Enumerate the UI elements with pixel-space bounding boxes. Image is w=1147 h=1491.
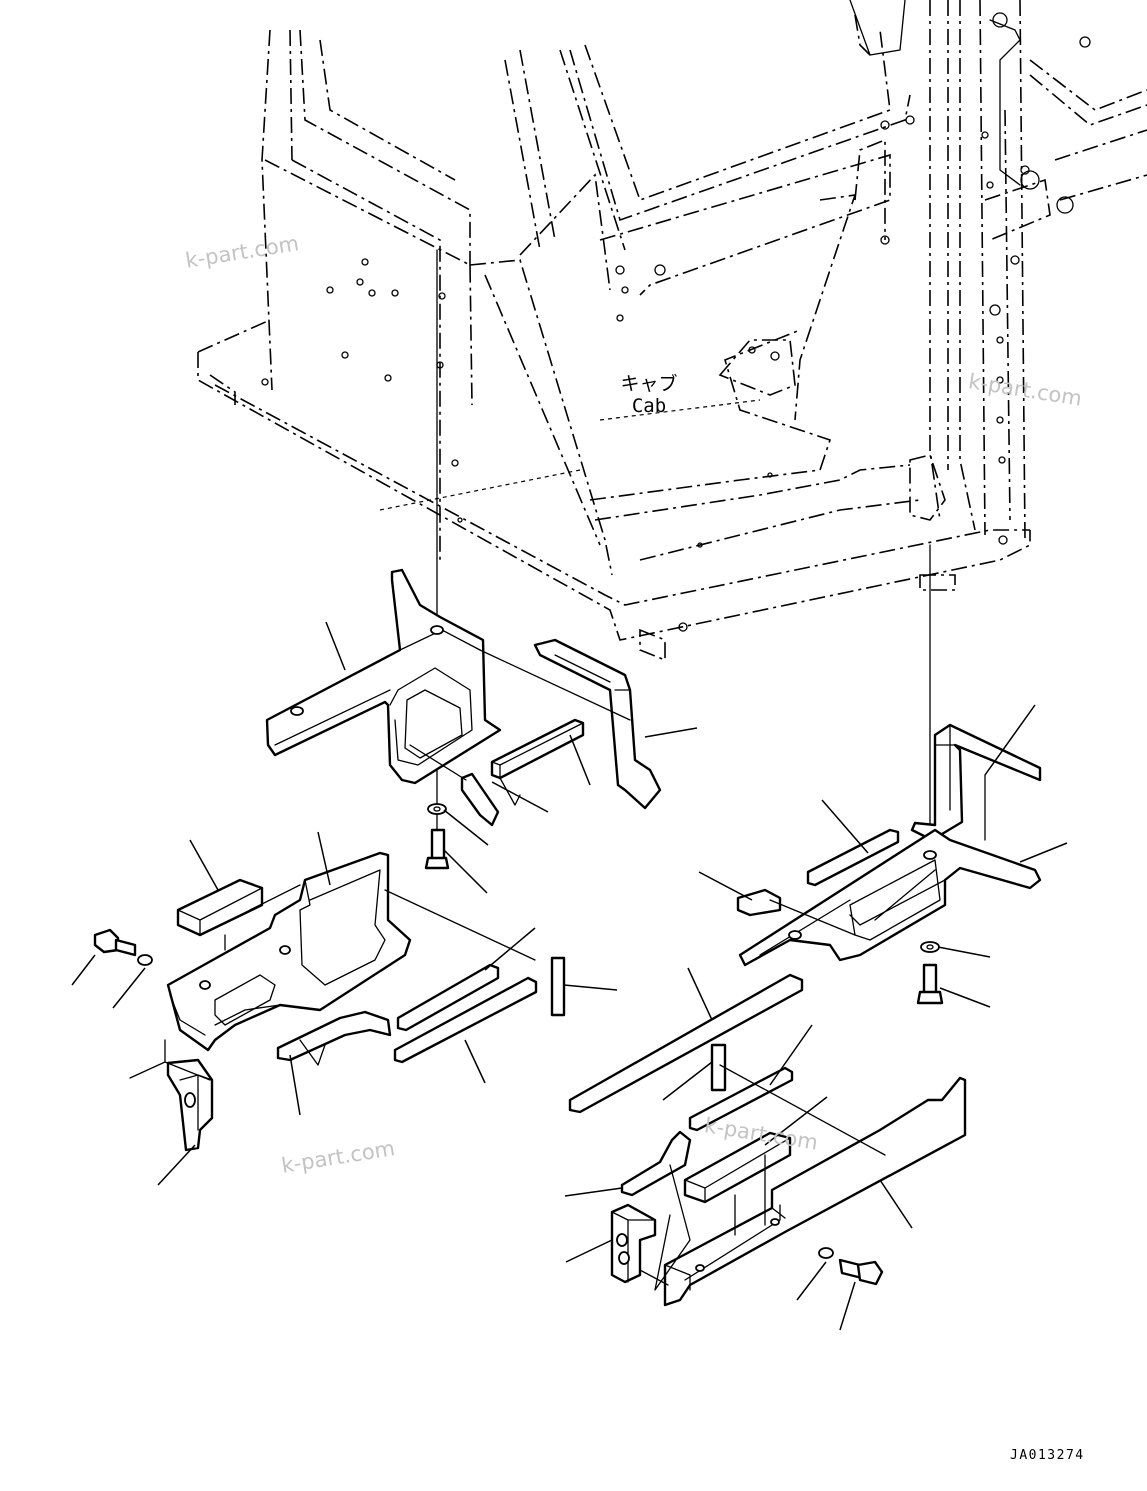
right-side-bolt bbox=[818, 1247, 884, 1286]
cab-frame bbox=[197, 0, 1147, 662]
left-washer-bolt bbox=[424, 803, 450, 870]
right-washer-bolt bbox=[916, 941, 944, 1005]
right-long-strip bbox=[568, 973, 804, 1114]
right-short-strip bbox=[806, 828, 900, 887]
right-stopper-block bbox=[610, 1203, 657, 1284]
left-stopper-block bbox=[166, 1058, 214, 1152]
left-curved-strip bbox=[276, 1010, 392, 1062]
left-short-strip bbox=[490, 718, 585, 780]
right-post bbox=[710, 1043, 727, 1092]
left-upper-bracket bbox=[265, 568, 502, 785]
cab-label-japanese: キャブ bbox=[620, 373, 678, 395]
left-lower-bracket bbox=[166, 851, 412, 1052]
cab-label: キャブ Cab bbox=[618, 373, 680, 418]
cab-label-english: Cab bbox=[631, 394, 667, 417]
drawing-code: JA013274 bbox=[1010, 1448, 1085, 1463]
right-upper-l-strip bbox=[910, 723, 1042, 842]
left-side-bolt bbox=[93, 928, 153, 966]
right-curved-strip bbox=[620, 1130, 692, 1197]
left-small-block bbox=[460, 772, 500, 827]
right-lower-bracket bbox=[663, 1076, 967, 1307]
right-upper-bracket bbox=[738, 828, 1042, 967]
left-rubber-block bbox=[176, 878, 264, 937]
leader-lines bbox=[71, 621, 1068, 1331]
right-rubber-block bbox=[683, 1131, 792, 1204]
right-strip-mid bbox=[688, 1066, 794, 1132]
right-small-block bbox=[736, 888, 782, 917]
left-long-strips bbox=[393, 956, 566, 1064]
left-l-strip bbox=[533, 638, 662, 810]
